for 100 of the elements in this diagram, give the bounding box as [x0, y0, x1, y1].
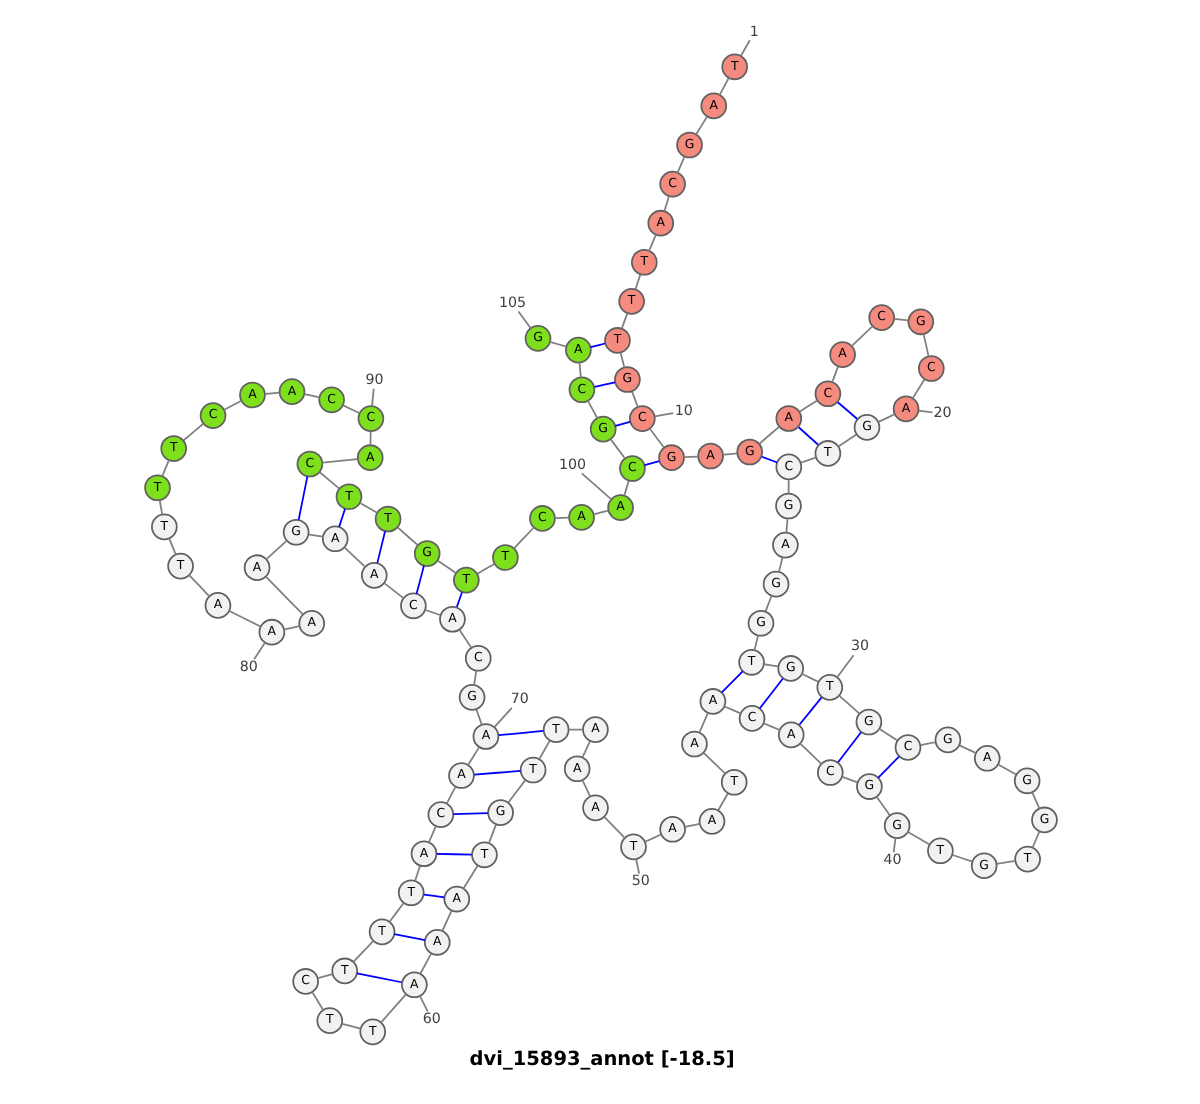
connector [496, 730, 544, 737]
node-text: 80 [238, 656, 257, 675]
connector [835, 401, 858, 420]
connector [379, 993, 406, 1024]
connector [1030, 791, 1040, 810]
connector [306, 533, 323, 538]
connector [798, 742, 822, 765]
connector [876, 755, 899, 779]
connector [548, 341, 566, 348]
connector [475, 563, 495, 575]
connector [876, 413, 895, 423]
connector [642, 460, 660, 467]
connector [580, 740, 590, 759]
connector [423, 609, 440, 616]
connector [620, 312, 628, 330]
connector [320, 458, 358, 464]
connector [877, 728, 897, 742]
connector [918, 741, 936, 746]
connector [296, 475, 308, 521]
node-text: 90 [364, 370, 383, 389]
connector [797, 696, 822, 726]
connector [662, 195, 669, 212]
connector [592, 381, 615, 388]
connector [630, 391, 638, 408]
connector [414, 564, 424, 595]
connector [580, 779, 590, 798]
connector [341, 404, 360, 414]
connector [892, 318, 908, 322]
connector [302, 393, 320, 399]
connector [588, 342, 605, 348]
connector [602, 815, 625, 839]
node-text: 50 [630, 871, 649, 890]
connector [436, 559, 456, 574]
connector [763, 595, 772, 613]
connector [317, 471, 340, 490]
connector [516, 310, 531, 330]
caption: dvi_15893_annot [-18.5] [468, 1049, 734, 1072]
connector [760, 455, 778, 464]
connector [227, 610, 261, 628]
connector [717, 77, 729, 96]
connector [537, 739, 550, 760]
connector [757, 425, 779, 445]
node-text: 100 [557, 454, 586, 473]
node-text: 20 [932, 403, 951, 422]
connector [906, 831, 930, 846]
connector [567, 728, 583, 731]
connector [388, 902, 404, 923]
node-text: 1 [748, 21, 758, 40]
connector [422, 893, 445, 899]
connector [457, 628, 472, 649]
connector [752, 634, 758, 652]
connector [187, 574, 210, 598]
connector [157, 499, 163, 516]
connector [777, 556, 783, 573]
connector [653, 412, 674, 418]
connector [891, 837, 896, 854]
connector [445, 785, 456, 804]
connector [222, 399, 242, 411]
connector [264, 540, 287, 560]
connector [370, 387, 374, 407]
connector [910, 378, 925, 400]
connector [160, 459, 169, 478]
connector [633, 273, 641, 291]
connector [342, 546, 365, 567]
connector [762, 663, 778, 668]
connector [840, 776, 857, 783]
connector [648, 428, 664, 449]
connector [512, 527, 534, 550]
connector [181, 422, 204, 442]
connector [553, 516, 569, 519]
connector [472, 770, 521, 776]
connector [722, 705, 741, 715]
connector [358, 502, 377, 514]
connector [392, 933, 425, 941]
connector [454, 591, 462, 608]
connector [836, 433, 857, 448]
connector [375, 530, 385, 564]
connector [310, 991, 324, 1011]
connector [264, 576, 303, 616]
connector [613, 421, 630, 427]
connector [950, 854, 973, 863]
connector [957, 744, 976, 754]
connector [427, 825, 436, 844]
connector [837, 695, 860, 715]
connector [694, 115, 708, 135]
connector [643, 833, 661, 843]
connector [697, 712, 708, 733]
connector [252, 641, 265, 661]
connector [340, 1022, 361, 1030]
connector [337, 508, 345, 528]
connector [836, 731, 861, 764]
connector [796, 426, 819, 446]
connector [461, 864, 478, 890]
connector [683, 822, 700, 828]
connector [719, 670, 743, 694]
connector [799, 456, 816, 464]
connector [355, 972, 402, 984]
connector [263, 391, 280, 395]
connector [761, 722, 780, 731]
connector [634, 858, 640, 875]
